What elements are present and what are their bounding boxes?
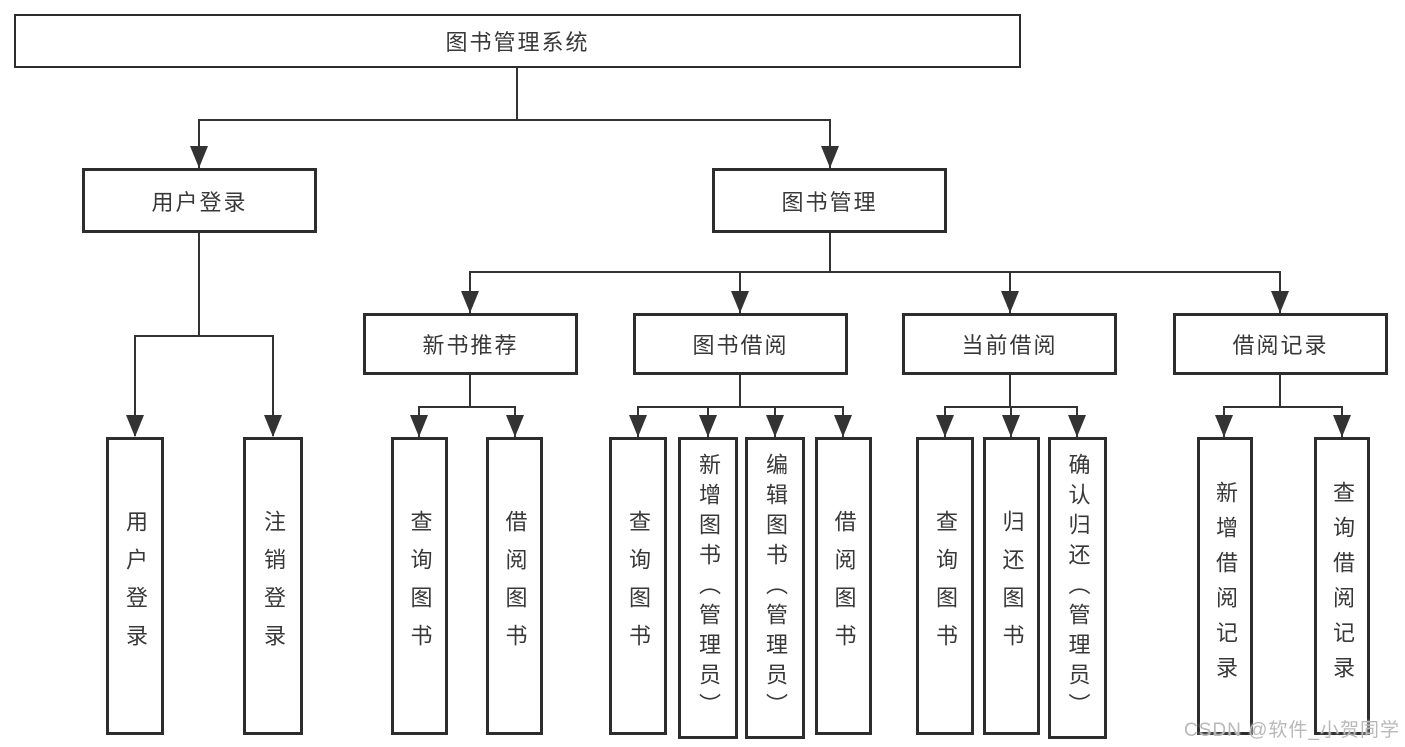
leaf-query-borrow-record: 查询借阅记录 — [1314, 437, 1370, 735]
leaf-edit-books-admin: 编辑图书（管理员） — [745, 437, 805, 739]
leaf-query-books: 查询图书 — [916, 437, 974, 735]
node-book-borrowing: 图书借阅 — [633, 313, 848, 375]
arrow-down-icon — [936, 415, 954, 437]
arrow-down-icon — [1271, 291, 1289, 313]
connector-vline — [739, 375, 741, 407]
arrow-down-icon — [410, 415, 428, 437]
arrow-down-icon — [1001, 291, 1019, 313]
connector-vline — [516, 68, 518, 120]
connector-hline — [418, 406, 516, 408]
node-label: 注销登录 — [261, 510, 286, 662]
node-label: 新书推荐 — [422, 333, 519, 358]
connector-vline — [469, 375, 471, 407]
leaf-query-books: 查询图书 — [609, 437, 667, 735]
node-label: 新增借阅记录 — [1213, 481, 1238, 691]
node-label: 用户登录 — [151, 189, 248, 215]
node-label: 借阅图书 — [831, 510, 857, 662]
arrow-down-icon — [461, 291, 479, 313]
arrow-down-icon — [821, 146, 839, 168]
arrow-down-icon — [834, 415, 852, 437]
connector-vline — [829, 233, 831, 272]
leaf-confirm-return-admin: 确认归还（管理员） — [1048, 437, 1107, 739]
arrow-down-icon — [190, 146, 208, 168]
connector-hline — [469, 271, 1281, 273]
connector-vline — [1009, 375, 1011, 407]
node-user-login-group: 用户登录 — [82, 168, 317, 233]
leaf-return-books: 归还图书 — [983, 437, 1040, 735]
node-label: 图书管理 — [781, 189, 878, 215]
node-label: 查询图书 — [933, 510, 958, 662]
node-label: 编辑图书（管理员） — [763, 453, 788, 723]
connector-hline — [198, 119, 831, 121]
node-label: 图书借阅 — [692, 333, 789, 358]
arrow-down-icon — [766, 415, 784, 437]
leaf-borrow-books: 借阅图书 — [815, 437, 872, 735]
node-label: 当前借阅 — [961, 333, 1058, 358]
node-new-book-recommendation: 新书推荐 — [363, 313, 578, 375]
node-current-borrowing: 当前借阅 — [902, 313, 1117, 375]
node-book-management: 图书管理 — [712, 168, 947, 233]
node-label: 新增图书（管理员） — [696, 453, 721, 723]
connector-hline — [1223, 406, 1343, 408]
arrow-down-icon — [699, 415, 717, 437]
connector-vline — [198, 233, 200, 336]
node-label: 查询图书 — [407, 510, 433, 662]
leaf-add-books-admin: 新增图书（管理员） — [678, 437, 738, 739]
node-label: 图书管理系统 — [445, 30, 590, 55]
arrow-down-icon — [1002, 415, 1020, 437]
leaf-query-books: 查询图书 — [391, 437, 448, 735]
connector-vline — [1279, 375, 1281, 407]
connector-vline — [829, 119, 831, 168]
node-label: 归还图书 — [999, 510, 1025, 662]
connector-vline — [272, 335, 274, 436]
arrow-down-icon — [1068, 415, 1086, 437]
leaf-user-login: 用户登录 — [106, 437, 164, 735]
leaf-logout: 注销登录 — [243, 437, 303, 735]
connector-vline — [198, 119, 200, 168]
arrow-down-icon — [126, 415, 144, 437]
node-library-management-system: 图书管理系统 — [14, 14, 1021, 68]
node-label: 借阅图书 — [502, 510, 528, 662]
node-label: 用户登录 — [123, 510, 148, 662]
arrow-down-icon — [1215, 415, 1233, 437]
connector-hline — [134, 335, 274, 337]
arrow-down-icon — [506, 415, 524, 437]
leaf-add-borrow-record: 新增借阅记录 — [1197, 437, 1253, 735]
csdn-watermark: CSDN @软件_小贺同学 — [1184, 720, 1400, 741]
node-label: 借阅记录 — [1232, 333, 1329, 358]
arrow-down-icon — [629, 415, 647, 437]
node-label: 确认归还（管理员） — [1065, 453, 1091, 723]
arrow-down-icon — [731, 291, 749, 313]
leaf-borrow-books: 借阅图书 — [486, 437, 543, 735]
connector-vline — [134, 335, 136, 436]
connector-hline — [637, 406, 844, 408]
node-label: 查询图书 — [626, 510, 651, 662]
node-label: 查询借阅记录 — [1330, 481, 1355, 691]
node-borrowing-records: 借阅记录 — [1173, 313, 1388, 375]
arrow-down-icon — [1333, 415, 1351, 437]
arrow-down-icon — [264, 415, 282, 437]
